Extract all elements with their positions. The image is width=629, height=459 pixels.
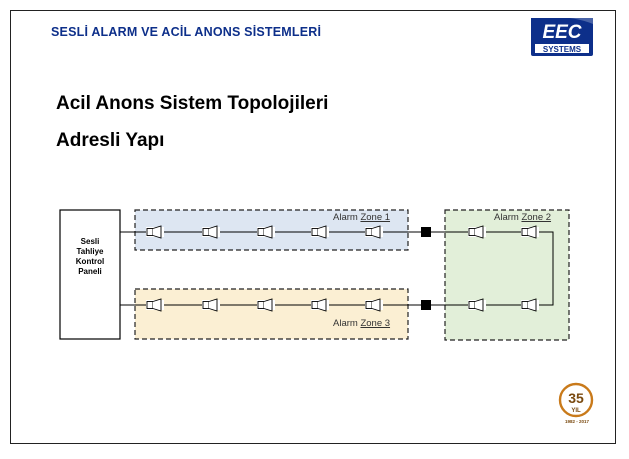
zone-2-box: [444, 209, 570, 341]
badge-year-range: 1982 - 2017: [564, 419, 590, 424]
speaker-icon: [521, 225, 539, 239]
zone-label-prefix: Alarm: [494, 212, 522, 223]
subtitle-topology: Acil Anons Sistem Topolojileri: [56, 93, 329, 114]
header-title: SESLİ ALARM VE ACİL ANONS SİSTEMLERİ: [51, 25, 322, 39]
isolator-top: [421, 227, 431, 237]
subtitle-addressed: Adresli Yapı: [56, 130, 165, 151]
zone-3-box: [134, 288, 409, 340]
speaker-icon: [146, 225, 164, 239]
zone-label-suffix: Zone 3: [360, 318, 391, 329]
speaker-icon: [311, 225, 329, 239]
zone-label-prefix: Alarm: [333, 212, 361, 223]
svg-text:YIL: YIL: [571, 408, 581, 414]
speaker-icon: [257, 298, 275, 312]
speaker-icon: [521, 298, 539, 312]
zone-2-label: Alarm Zone 2: [494, 212, 551, 223]
panel-label-line: Tahliye: [76, 247, 104, 256]
speaker-icon: [202, 298, 220, 312]
isolator-bottom: [421, 300, 431, 310]
speaker-icon: [365, 298, 383, 312]
eec-logo: EEC SYSTEMS: [531, 16, 593, 56]
control-panel-box: [59, 209, 121, 340]
speaker-icon: [365, 225, 383, 239]
35-year-badge: 35 YIL: [558, 382, 594, 418]
speaker-icon: [468, 298, 486, 312]
control-panel-label: Sesli Tahliye Kontrol Paneli: [60, 237, 120, 277]
speaker-icon: [311, 298, 329, 312]
zone-1-label: Alarm Zone 1: [333, 212, 390, 223]
zone-label-prefix: Alarm: [333, 318, 361, 329]
zone-label-suffix: Zone 2: [521, 212, 552, 223]
panel-label-line: Sesli: [80, 237, 100, 246]
zone-3-label: Alarm Zone 3: [333, 318, 390, 329]
zone-label-suffix: Zone 1: [360, 212, 391, 223]
speaker-icon: [202, 225, 220, 239]
speaker-icon: [257, 225, 275, 239]
panel-label-line: Paneli: [78, 267, 102, 276]
loop-wiring: [120, 231, 554, 306]
svg-text:EEC: EEC: [542, 22, 581, 43]
svg-text:SYSTEMS: SYSTEMS: [543, 45, 582, 54]
svg-text:35: 35: [568, 390, 584, 406]
speaker-icon: [468, 225, 486, 239]
panel-label-line: Kontrol: [75, 257, 105, 266]
speaker-icon: [146, 298, 164, 312]
